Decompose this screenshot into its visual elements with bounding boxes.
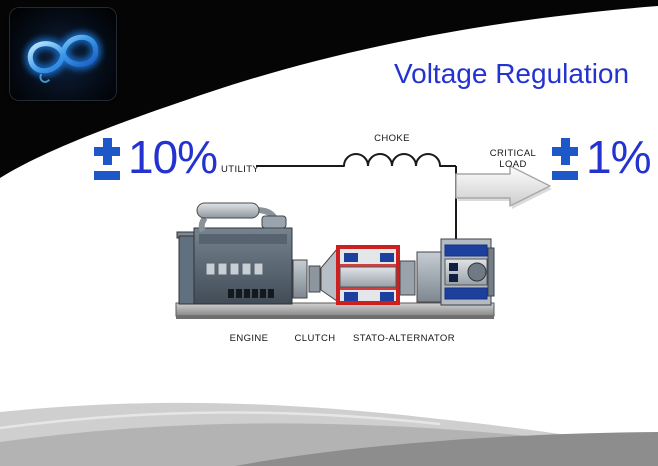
- bottom-swoosh-highlight: [0, 411, 441, 430]
- critical-tolerance: 1%: [552, 131, 651, 183]
- top-swoosh: [0, 0, 658, 178]
- engine-label: ENGINE: [229, 333, 269, 344]
- slide-title: Voltage Regulation: [394, 58, 630, 89]
- muffler: [196, 202, 260, 219]
- critical-tolerance-value: 1%: [586, 131, 651, 183]
- load-right-arrow: [455, 165, 551, 207]
- company-logo-box: [10, 8, 116, 100]
- clutch-label: CLUTCH: [294, 333, 336, 344]
- alternator-group: [336, 238, 495, 306]
- plus-minus-icon: [94, 137, 121, 183]
- plus-minus-icon: [552, 137, 579, 183]
- bottom-swoosh-dark: [235, 432, 658, 466]
- machine-base-shadow: [176, 316, 494, 319]
- machine-illustration: [175, 202, 495, 319]
- choke-coil: [343, 153, 441, 167]
- engine-group: [176, 202, 293, 305]
- utility-tolerance: 10%: [94, 131, 218, 183]
- utility-tolerance-value: 10%: [128, 131, 218, 183]
- critical-load-label: CRITICAL LOAD: [489, 148, 537, 171]
- utility-label: UTILITY: [221, 164, 260, 175]
- infinity-logo-icon: [24, 31, 102, 83]
- rotor-shaft: [339, 266, 397, 288]
- choke-label: CHOKE: [374, 133, 410, 144]
- stato-alternator-label: STATO-ALTERNATOR: [353, 333, 455, 344]
- clutch-group: [292, 247, 338, 302]
